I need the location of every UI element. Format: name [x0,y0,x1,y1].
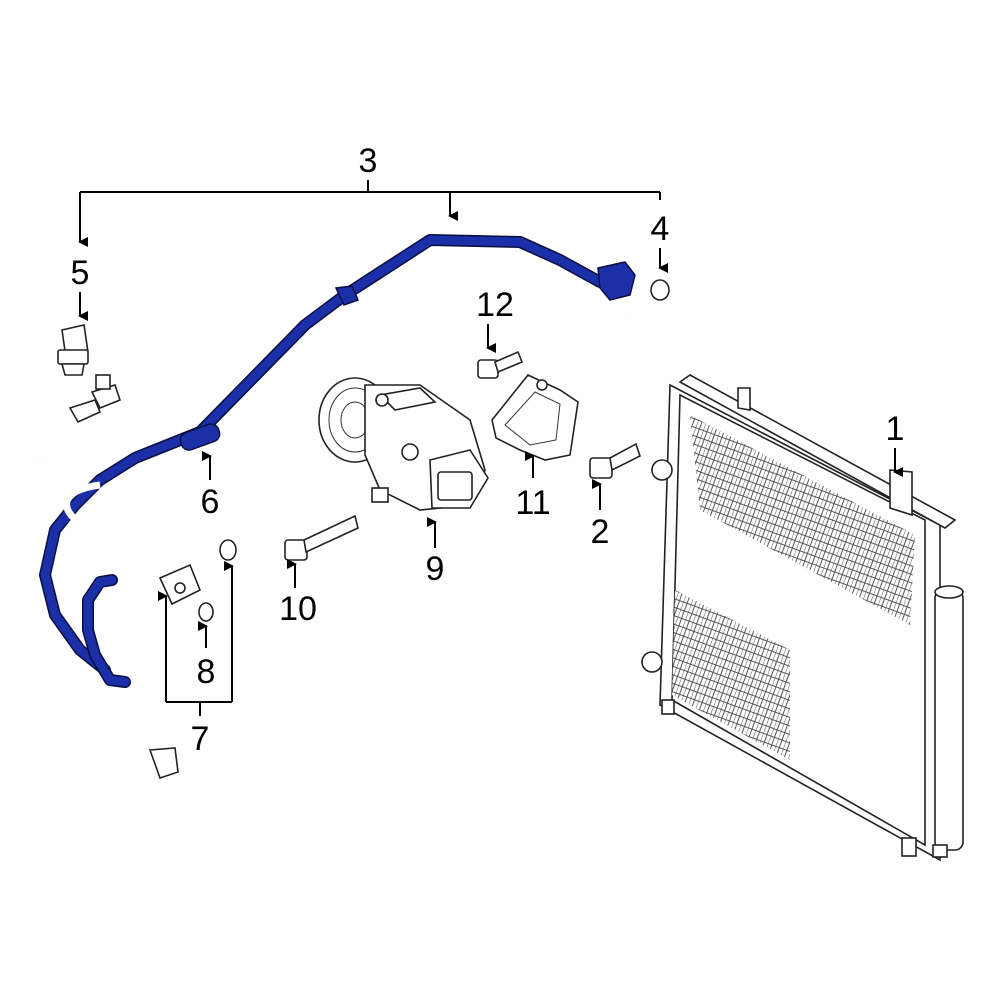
callout-11: 11 [515,484,550,522]
discharge-line [63,481,202,606]
callout-8: 8 [197,653,216,691]
pressure-switch [57,324,89,376]
callout-7: 7 [191,720,210,758]
callout-10: 10 [279,590,317,628]
suction-hose-assembly [39,234,636,688]
callout-5: 5 [71,254,90,292]
compressor [318,377,489,511]
o-ring-7 [219,539,237,561]
callout-labels: 1 2 3 4 5 6 7 8 9 10 11 12 [71,142,905,758]
bolt-12 [477,350,524,379]
condenser [641,374,964,862]
o-ring-4 [650,279,670,301]
o-ring-8 [198,602,214,622]
callout-2: 2 [591,513,610,551]
callout-3: 3 [359,142,378,180]
hose-muffler [179,423,221,451]
callout-6: 6 [201,483,220,521]
bracket [491,374,579,461]
bolt-2 [589,442,641,479]
leader-lines [78,180,903,716]
callout-9: 9 [426,550,445,588]
callout-4: 4 [651,210,670,248]
callout-12: 12 [476,286,514,324]
bolt-10 [284,514,359,561]
callout-1: 1 [886,410,905,448]
